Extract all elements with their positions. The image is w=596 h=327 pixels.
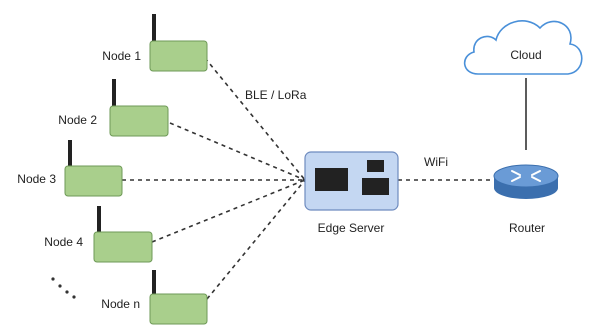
edge-server-label: Edge Server [318,221,385,235]
node-label: Node 2 [58,113,97,127]
node-device [109,105,169,137]
server-chip-main [315,168,348,191]
node-4: Node 4 [44,206,153,263]
node-label: Node 3 [17,172,56,186]
wireless-links [122,57,306,300]
node-label: Node 4 [44,235,83,249]
node-2: Node 2 [58,79,169,137]
antenna-icon [68,140,72,168]
link-node-4 [151,179,306,243]
link-node-n [206,179,306,300]
node-label: Node n [101,297,140,311]
router-arrows-icon [511,170,541,182]
antenna-icon [152,270,156,298]
node-3: Node 3 [17,140,123,197]
node-device [149,40,208,72]
link-node-2 [169,122,306,181]
node-device [149,293,208,325]
node-1: Node 1 [102,14,208,72]
node-device [64,165,123,197]
server-chip-small [367,160,384,172]
antenna-icon [152,14,156,42]
router-top [493,164,559,188]
more-nodes-ellipsis [51,277,76,299]
wifi-link-label: WiFi [424,155,448,169]
router-label: Router [509,221,545,235]
antenna-icon [97,206,101,234]
cloud: Cloud [463,20,583,75]
cloud-label: Cloud [510,48,541,62]
node-device [93,231,153,263]
cloud-icon [463,20,583,75]
node-n: Node n [101,270,208,325]
edge-server: Edge Server [304,151,399,235]
link-node-1 [204,57,306,181]
node-label: Node 1 [102,49,141,63]
antenna-icon [112,79,116,107]
router: Router [493,164,559,235]
wireless-link-label: BLE / LoRa [245,88,307,102]
server-chip-medium [362,178,389,195]
